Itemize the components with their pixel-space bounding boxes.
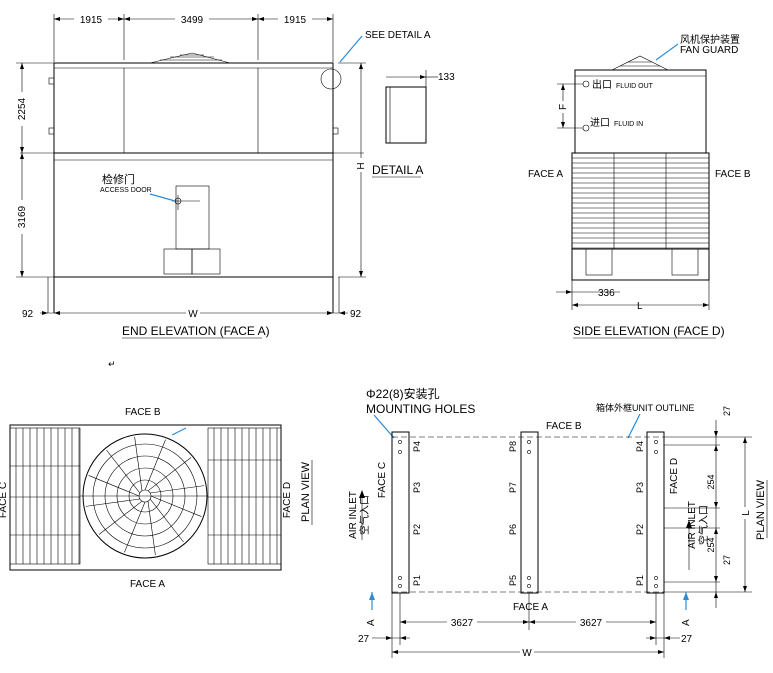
fluid-in-en: FLUID IN (614, 121, 643, 128)
dim-height: H (356, 162, 367, 169)
plan-view-left: FACE B FACE A FACE C FACE D PLAN VIEW (0, 407, 313, 590)
plan-left-face-c: FACE C (0, 482, 9, 518)
plan-view-right: Φ22(8)安装孔 MOUNTING HOLES 箱体外框UNIT OUTLIN… (348, 386, 768, 659)
fan-guard-label-en: FAN GUARD (680, 45, 738, 56)
dim-27-bottom: 27 (722, 555, 732, 565)
dim-27-right: 27 (681, 634, 693, 645)
plan-left-face-b: FACE B (125, 407, 161, 418)
dim-top-3: 1915 (284, 15, 307, 26)
dim-w-plan: W (522, 648, 532, 659)
plan-left-face-a: FACE A (130, 579, 165, 590)
side-elevation-title: SIDE ELEVATION (FACE D) (573, 324, 725, 338)
end-elevation-view: 1915 3499 1915 检修门 ACCESS DOOR (16, 13, 431, 339)
dim-27-top: 27 (722, 406, 732, 416)
unit-outline-label: 箱体外框UNIT OUTLINE (596, 402, 694, 413)
dim-254-top: 254 (706, 474, 716, 489)
fluid-out-en: FLUID OUT (616, 83, 654, 90)
plan-left-face-d: FACE D (282, 482, 293, 518)
fluid-in-cn: 进口 (590, 117, 610, 129)
plan-left-title: PLAN VIEW (300, 461, 312, 522)
point-p2-right: P2 (635, 524, 645, 535)
dim-left-lower: 3169 (17, 205, 28, 228)
point-p1-right: P1 (635, 575, 645, 586)
air-inlet-cn-right: 空气入口 (697, 505, 710, 545)
air-inlet-cn-left: 空气入口 (358, 495, 371, 535)
point-p2: P2 (412, 524, 422, 535)
mounting-holes-cn: Φ22(8)安装孔 (366, 386, 440, 401)
dim-top-1: 1915 (80, 15, 103, 26)
fan-guard-label-cn: 风机保护装置 (680, 33, 740, 46)
point-p4: P4 (412, 441, 422, 452)
section-a-right: A (681, 619, 692, 626)
see-detail-label: SEE DETAIL A (365, 30, 431, 41)
plan-right-face-c: FACE C (377, 462, 388, 498)
side-elevation-view: 风机保护装置 FAN GUARD 出口 FLUID OUT 进口 FLUID I… (528, 33, 751, 339)
point-p5: P5 (508, 575, 518, 586)
access-door-label-cn: 检修门 (102, 172, 135, 186)
point-p6: P6 (508, 524, 518, 535)
dim-l-plan: L (741, 510, 752, 516)
dim-left-upper: 2254 (17, 97, 28, 120)
plan-right-title: PLAN VIEW (755, 479, 767, 540)
dim-left-offset: 92 (22, 309, 34, 320)
dim-l-side: L (637, 301, 643, 312)
dim-width: W (188, 309, 198, 320)
point-p3-right: P3 (635, 482, 645, 493)
point-p3: P3 (412, 482, 422, 493)
dim-254-bottom: 254 (706, 537, 716, 552)
dim-3627-right: 3627 (580, 618, 603, 629)
plan-right-face-b: FACE B (546, 421, 582, 432)
section-a-left: A (366, 619, 377, 626)
dim-top-2: 3499 (181, 15, 204, 26)
detail-a-dim: 133 (438, 72, 455, 83)
mounting-holes-en: MOUNTING HOLES (366, 402, 475, 416)
side-face-b: FACE B (715, 169, 751, 180)
dim-336: 336 (598, 288, 615, 299)
plan-right-face-d: FACE D (669, 458, 680, 494)
detail-a-title: DETAIL A (372, 163, 423, 177)
point-p1: P1 (412, 575, 422, 586)
dim-f: F (558, 104, 569, 110)
dim-right-offset: 92 (350, 309, 362, 320)
air-inlet-en-right: AIR INLET (687, 501, 698, 549)
point-p4-right: P4 (635, 441, 645, 452)
access-door-label-en: ACCESS DOOR (100, 187, 152, 194)
air-inlet-en-left: AIR INLET (348, 491, 359, 539)
dim-3627-left: 3627 (451, 618, 474, 629)
fluid-out-cn: 出口 (592, 78, 612, 91)
dim-27-left: 27 (358, 634, 370, 645)
plan-right-face-a: FACE A (513, 602, 548, 613)
detail-a-view: 133 DETAIL A (372, 70, 455, 178)
side-face-a: FACE A (528, 169, 563, 180)
end-elevation-title: END ELEVATION (FACE A) (122, 324, 270, 338)
return-mark: ↵ (108, 359, 116, 369)
point-p8: P8 (508, 441, 518, 452)
point-p7: P7 (508, 482, 518, 493)
